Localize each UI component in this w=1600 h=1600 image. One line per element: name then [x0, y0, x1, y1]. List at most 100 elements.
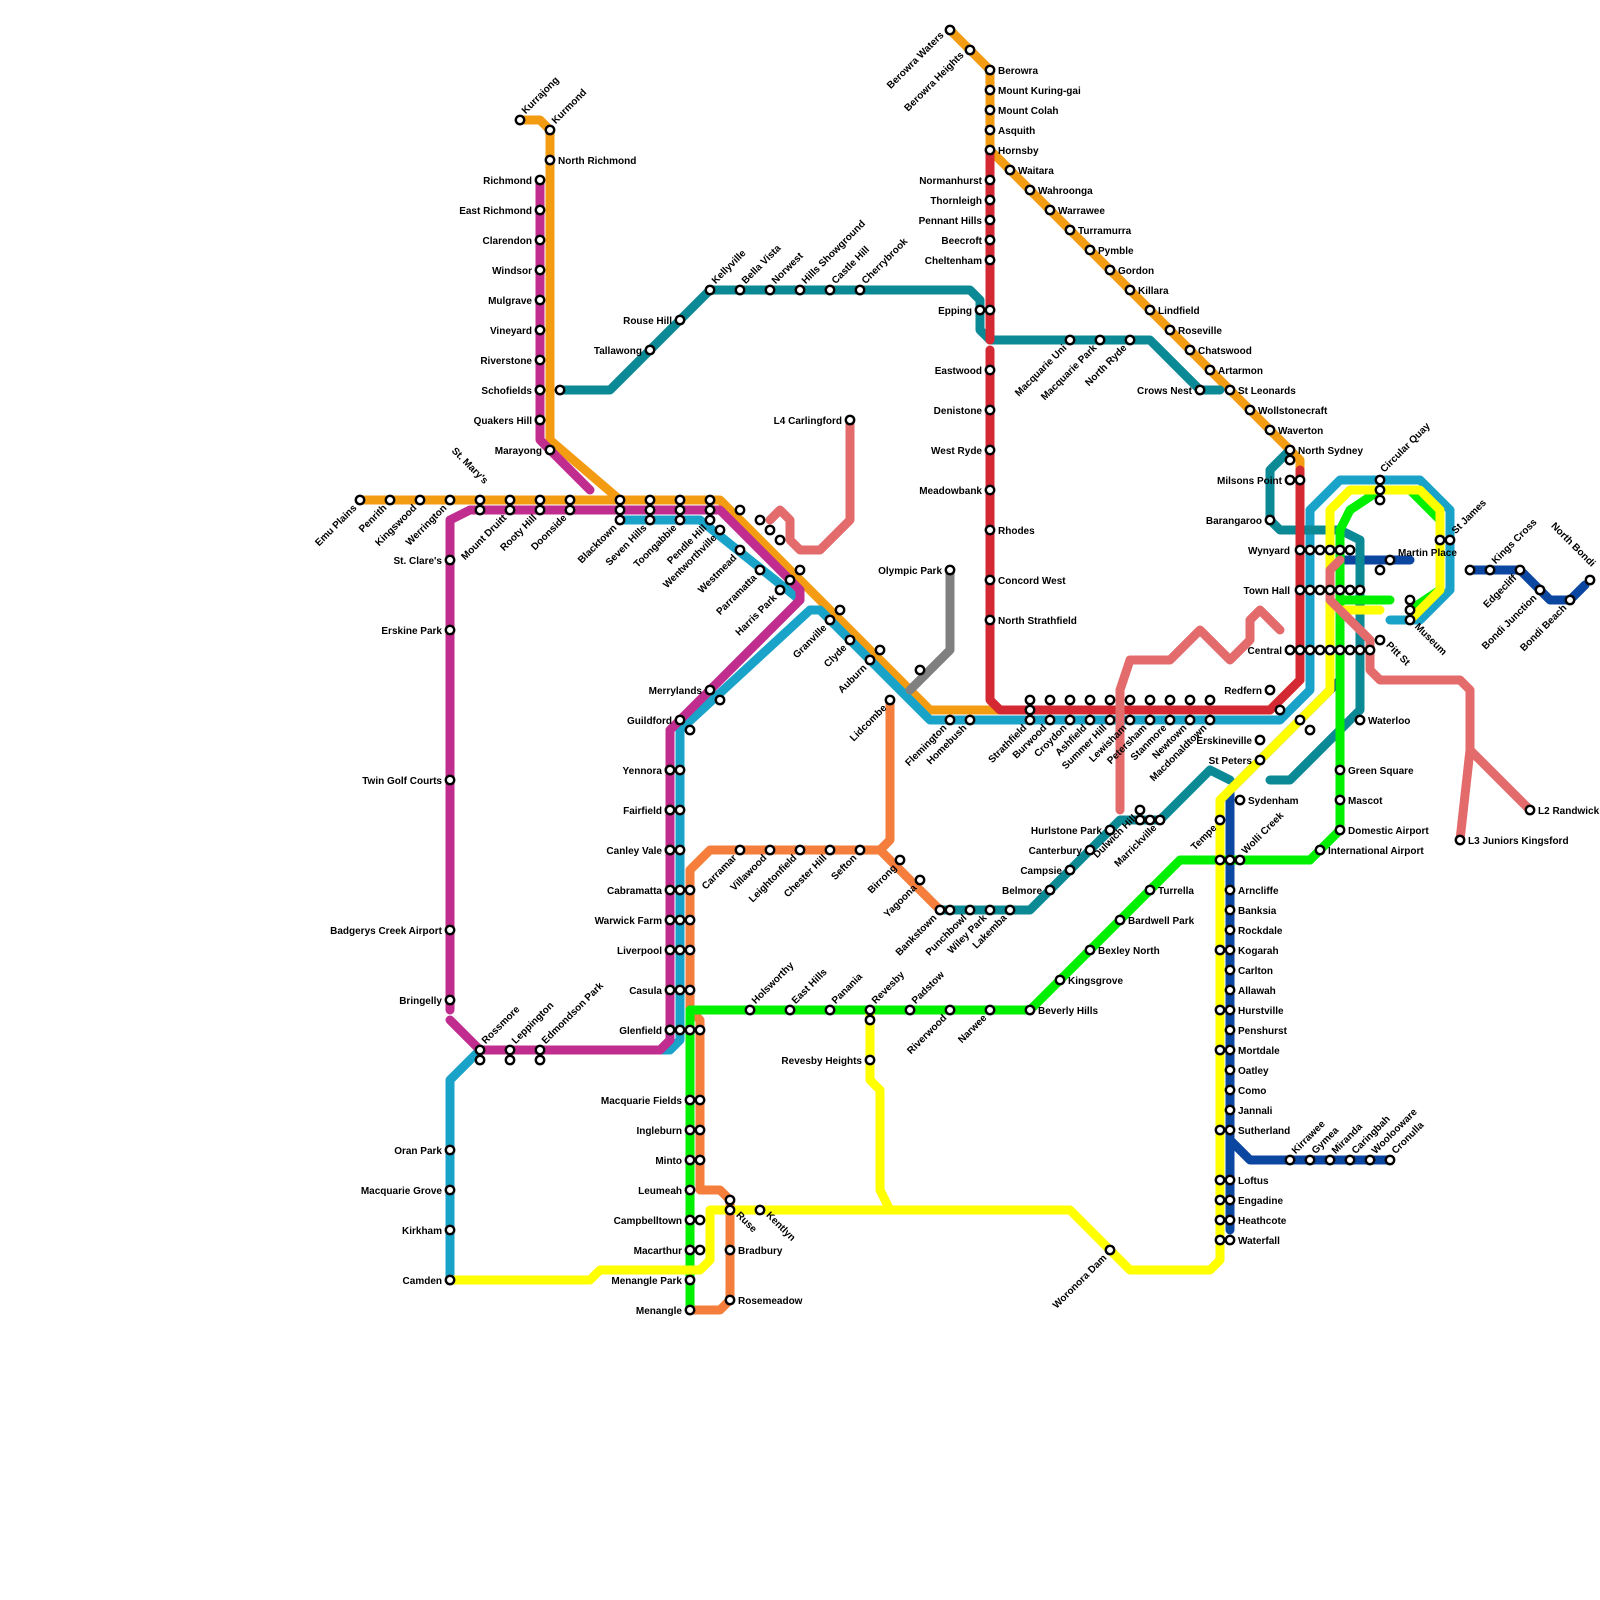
station-museum-marker[interactable]	[1406, 616, 1414, 624]
station-martin-place-label[interactable]: Martin Place	[1398, 548, 1457, 559]
station-warrawee-marker[interactable]	[1046, 206, 1054, 214]
station-cronulla-marker[interactable]	[1386, 1156, 1394, 1164]
station-windsor-marker[interactable]	[536, 266, 544, 274]
station-lidcombe-label[interactable]: Lidcombe	[848, 703, 889, 744]
station-st-leonards-label[interactable]: St Leonards	[1238, 386, 1296, 397]
station-revesby-heights-marker[interactable]	[866, 1056, 874, 1064]
station-padstow-label[interactable]: Padstow	[910, 969, 947, 1006]
station-rouse-hill-label[interactable]: Rouse Hill	[623, 316, 672, 327]
station-macarthur-label[interactable]: Macarthur	[634, 1246, 682, 1257]
station-quakers-hill-label[interactable]: Quakers Hill	[474, 416, 533, 427]
station-loftus-marker[interactable]	[1226, 1176, 1234, 1184]
station-menangle-marker[interactable]	[686, 1306, 694, 1314]
station-bexley-north-label[interactable]: Bexley North	[1098, 946, 1160, 957]
station-leightonfield-marker[interactable]	[796, 846, 804, 854]
station-gordon-marker[interactable]	[1106, 266, 1114, 274]
station-l4-carlingford-marker[interactable]	[846, 416, 854, 424]
station-kirkham-label[interactable]: Kirkham	[402, 1226, 442, 1237]
station-erskine-park-marker[interactable]	[446, 626, 454, 634]
station-clarendon-label[interactable]: Clarendon	[483, 236, 532, 247]
station-redfern-label[interactable]: Redfern	[1224, 686, 1262, 697]
station-kellyville-marker[interactable]	[706, 286, 714, 294]
station-wentworthville-marker[interactable]	[716, 526, 724, 534]
station-north-bondi-label[interactable]: North Bondi	[1548, 521, 1597, 570]
station-martin-place-marker[interactable]	[1386, 556, 1394, 564]
station-campsie-label[interactable]: Campsie	[1020, 866, 1062, 877]
station-richmond-marker[interactable]	[536, 176, 544, 184]
station-gordon-label[interactable]: Gordon	[1118, 266, 1154, 277]
station-wollstonecraft-label[interactable]: Wollstonecraft	[1258, 406, 1328, 417]
station-east-hills-label[interactable]: East Hills	[790, 967, 830, 1007]
station-padstow-marker[interactable]	[906, 1006, 914, 1014]
station-arncliffe-label[interactable]: Arncliffe	[1238, 886, 1279, 897]
station-mortdale-label[interactable]: Mortdale	[1238, 1046, 1280, 1057]
station-thornleigh-label[interactable]: Thornleigh	[930, 196, 982, 207]
station-ashfield-marker[interactable]	[1086, 716, 1094, 724]
station-sydenham-label[interactable]: Sydenham	[1248, 796, 1299, 807]
station-rosemeadow-label[interactable]: Rosemeadow	[738, 1296, 803, 1307]
station-casula-label[interactable]: Casula	[629, 986, 662, 997]
station-roseville-label[interactable]: Roseville	[1178, 326, 1222, 337]
station-waterfall-marker[interactable]	[1226, 1236, 1234, 1244]
station-heathcote-marker[interactable]	[1226, 1216, 1234, 1224]
station-penrith-marker[interactable]	[386, 496, 394, 504]
station-st-mary-s-marker[interactable]	[476, 496, 484, 504]
station-panania-marker[interactable]	[826, 1006, 834, 1014]
station-oatley-marker[interactable]	[1226, 1066, 1234, 1074]
station-marrickville-marker[interactable]	[1156, 816, 1164, 824]
station-kentlyn-label[interactable]: Kentlyn	[764, 1210, 798, 1244]
station-bardwell-park-label[interactable]: Bardwell Park	[1128, 916, 1195, 927]
station-west-ryde-marker[interactable]	[986, 446, 994, 454]
station-wolli-creek-label[interactable]: Wolli Creek	[1240, 810, 1286, 856]
station-pendle-hill-marker[interactable]	[706, 516, 714, 524]
station-bringelly-label[interactable]: Bringelly	[399, 996, 442, 1007]
station-badgerys-creek-airport-marker[interactable]	[446, 926, 454, 934]
station-allawah-marker[interactable]	[1226, 986, 1234, 994]
station-flemington-marker[interactable]	[946, 716, 954, 724]
station-pymble-label[interactable]: Pymble	[1098, 246, 1134, 257]
station-turrella-marker[interactable]	[1146, 886, 1154, 894]
station-castle-hill-marker[interactable]	[826, 286, 834, 294]
station-st-mary-s-label[interactable]: St. Mary's	[449, 446, 490, 487]
station-sefton-marker[interactable]	[856, 846, 864, 854]
station-leumeah-label[interactable]: Leumeah	[638, 1186, 682, 1197]
station-circular-quay-marker[interactable]	[1376, 476, 1384, 484]
station-marayong-marker[interactable]	[546, 446, 554, 454]
station-barangaroo-marker[interactable]	[1266, 516, 1274, 524]
station-engadine-label[interactable]: Engadine	[1238, 1196, 1283, 1207]
station-menangle-label[interactable]: Menangle	[636, 1306, 683, 1317]
station-asquith-marker[interactable]	[986, 126, 994, 134]
station-richmond-label[interactable]: Richmond	[483, 176, 532, 187]
station-wynyard-label[interactable]: Wynyard	[1248, 546, 1290, 557]
station-dulwich-hill-marker[interactable]	[1136, 806, 1144, 814]
station-macquarie-fields-marker[interactable]	[686, 1096, 694, 1104]
station-engadine-marker[interactable]	[1226, 1196, 1234, 1204]
station-cherrybrook-label[interactable]: Cherrybrook	[860, 236, 911, 287]
station-domestic-airport-label[interactable]: Domestic Airport	[1348, 826, 1429, 837]
station-rouse-hill-marker[interactable]	[676, 316, 684, 324]
station-macquarie-grove-label[interactable]: Macquarie Grove	[361, 1186, 443, 1197]
station-casula-marker[interactable]	[666, 986, 674, 994]
station-concord-west-label[interactable]: Concord West	[998, 576, 1066, 587]
station-tallawong-marker[interactable]	[646, 346, 654, 354]
station-mount-colah-label[interactable]: Mount Colah	[998, 106, 1059, 117]
station-milsons-point-marker[interactable]	[1286, 476, 1294, 484]
station-granville-label[interactable]: Granville	[791, 623, 829, 661]
station-birrong-label[interactable]: Birrong	[866, 863, 899, 896]
station-werrington-marker[interactable]	[446, 496, 454, 504]
station-north-richmond-marker[interactable]	[546, 156, 554, 164]
station-fairfield-label[interactable]: Fairfield	[623, 806, 662, 817]
station-cabramatta-marker[interactable]	[666, 886, 674, 894]
station-guildford-marker[interactable]	[676, 716, 684, 724]
station-lewisham-marker[interactable]	[1126, 716, 1134, 724]
station-killara-label[interactable]: Killara	[1138, 286, 1169, 297]
station-petersham-marker[interactable]	[1146, 716, 1154, 724]
station-rhodes-marker[interactable]	[986, 526, 994, 534]
station-kogarah-label[interactable]: Kogarah	[1238, 946, 1279, 957]
station-panania-label[interactable]: Panania	[830, 971, 865, 1006]
station-merrylands-label[interactable]: Merrylands	[649, 686, 703, 697]
station-lidcombe-marker[interactable]	[886, 696, 894, 704]
station-mortdale-marker[interactable]	[1226, 1046, 1234, 1054]
station-berowra-heights-marker[interactable]	[966, 46, 974, 54]
station-epping-marker[interactable]	[976, 306, 984, 314]
